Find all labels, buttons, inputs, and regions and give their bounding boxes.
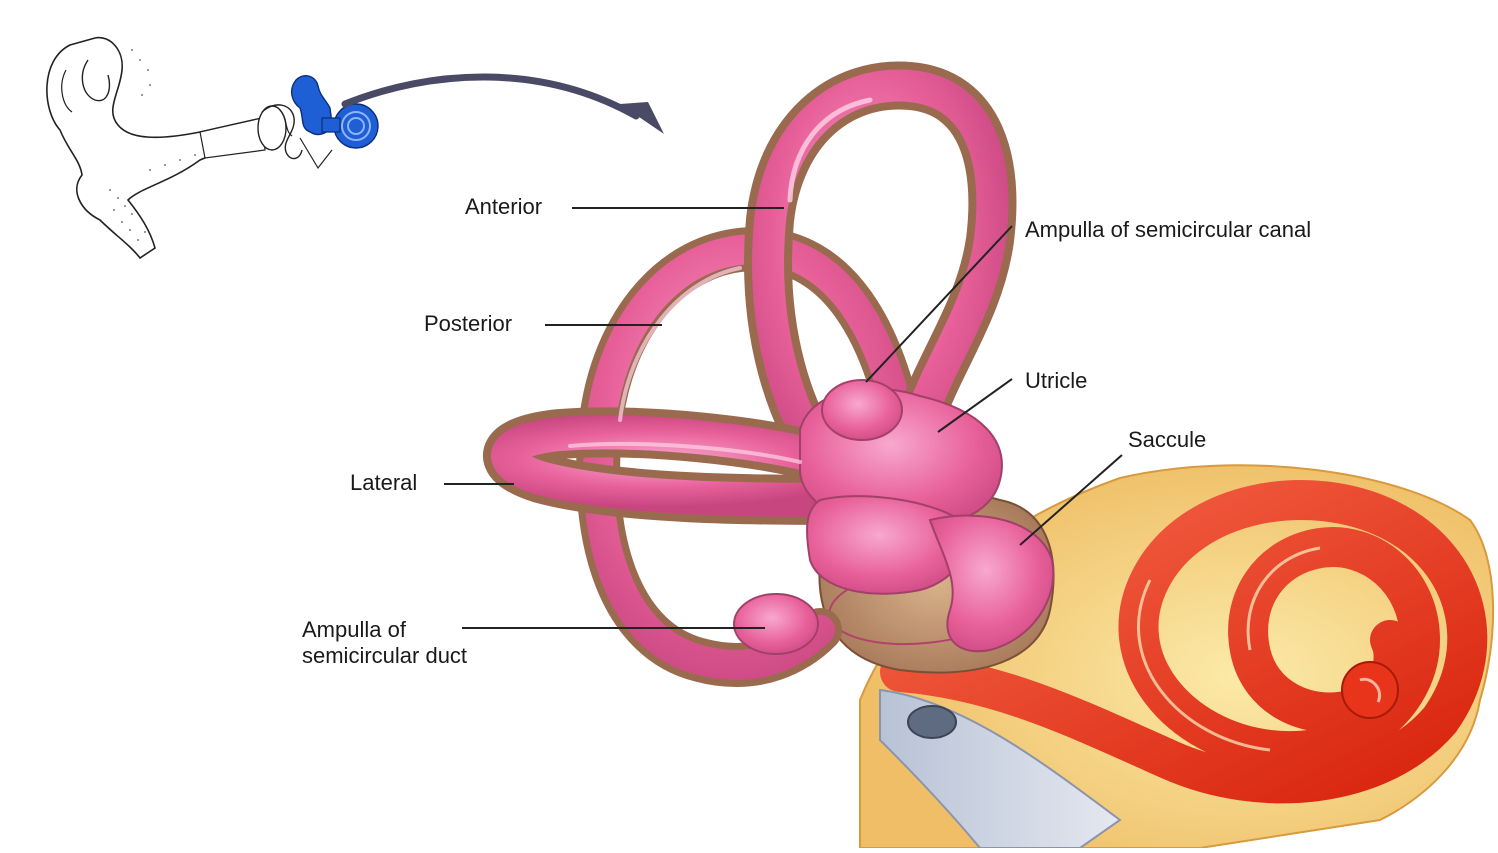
semicircular-canals: [508, 86, 1053, 665]
lateral-label: Lateral: [350, 470, 417, 496]
ampulla-duct-label: Ampulla of semicircular duct: [302, 617, 542, 669]
pointer-arrow-icon: [345, 77, 664, 134]
saccule-label: Saccule: [1128, 427, 1206, 453]
utricle-label: Utricle: [1025, 368, 1087, 394]
ear-inset-icon: [47, 38, 378, 258]
posterior-label: Posterior: [424, 311, 512, 337]
ampulla-canal-label: Ampulla of semicircular canal: [1025, 217, 1311, 243]
ampulla-duct-label-line2: semicircular duct: [302, 643, 542, 669]
ampulla-duct-label-line1: Ampulla of: [302, 617, 542, 643]
anterior-label: Anterior: [465, 194, 542, 220]
